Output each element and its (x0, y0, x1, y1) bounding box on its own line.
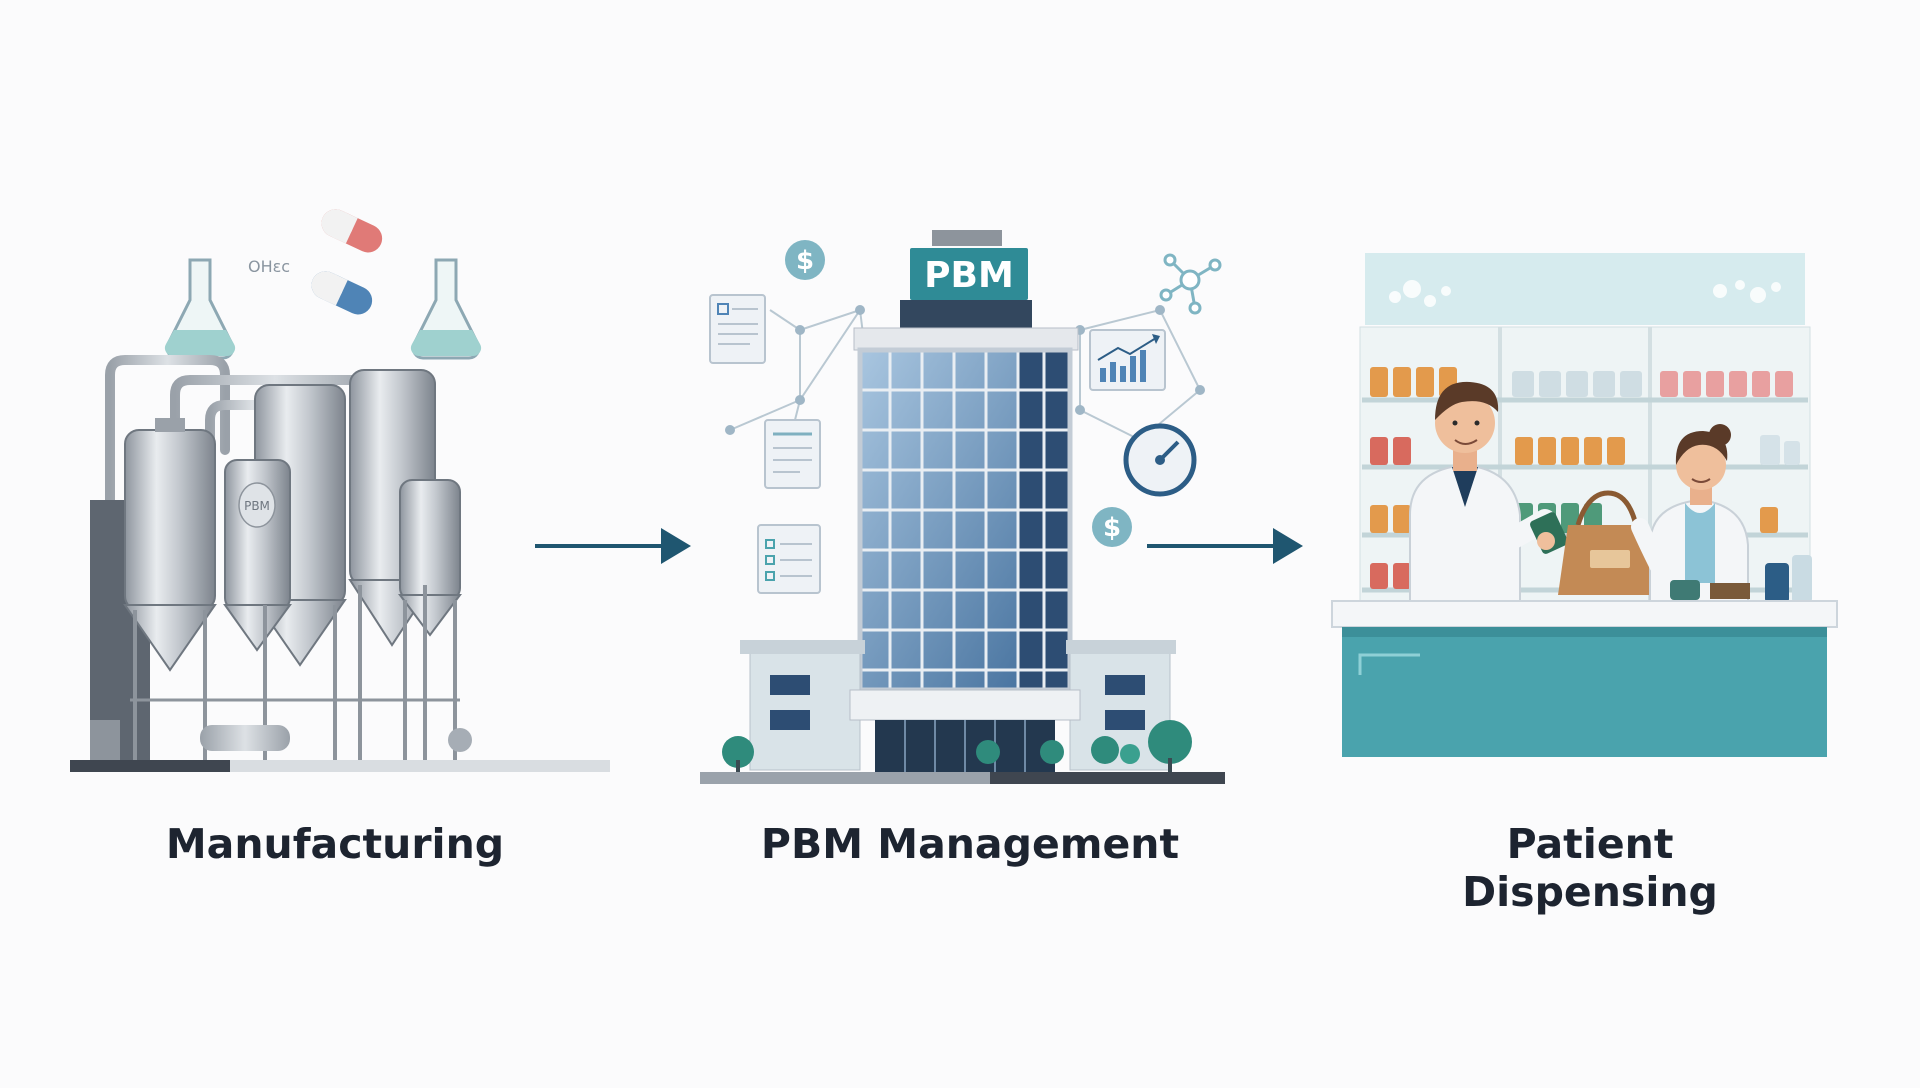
flask-icon (164, 258, 236, 360)
counter-top (1331, 600, 1838, 628)
capsule-icon (311, 271, 373, 315)
pharmacy-header (1365, 253, 1805, 325)
flask-icon (410, 258, 482, 360)
document-icon (764, 419, 821, 489)
flow-arrow (533, 524, 693, 568)
office-building-icon: $ $ (700, 230, 1225, 784)
molecule-network-icon (1159, 253, 1222, 315)
tank: PBM (223, 459, 292, 652)
tank-label: PBM (244, 499, 270, 513)
flow-arrow (1145, 524, 1305, 568)
valve-icon (448, 728, 472, 752)
shopping-bag-icon (1558, 490, 1656, 595)
office-tower: PBM (740, 230, 1176, 772)
tree-icon (722, 720, 1192, 774)
medicine-bottles (1765, 555, 1812, 603)
tank (398, 479, 462, 637)
stage-caption-pbm-management: PBM Management (760, 820, 1180, 868)
svg-text:$: $ (796, 246, 814, 276)
manufacturing-stage: OHεc (60, 200, 620, 790)
tank (123, 418, 217, 672)
capsule-icon (321, 209, 383, 253)
pharmacist-person (1409, 381, 1568, 636)
pharmacy-counter-icon (1331, 253, 1838, 757)
molecule-label: OHεc (248, 257, 290, 276)
speedometer-icon (1123, 423, 1197, 497)
dollar-icon: $ (1092, 507, 1132, 547)
factory-tanks-icon: OHεc (70, 209, 610, 772)
pbm-management-stage: $ $ (700, 220, 1240, 790)
stage-caption-patient-dispensing: Patient Dispensing (1462, 820, 1718, 916)
horizontal-tank (200, 725, 290, 751)
patient-dispensing-stage (1320, 245, 1850, 775)
building-sign: PBM (924, 255, 1014, 296)
document-icon (709, 294, 766, 364)
dollar-icon: $ (785, 240, 825, 280)
svg-text:$: $ (1103, 513, 1121, 543)
stage-caption-manufacturing: Manufacturing (165, 820, 505, 868)
growth-chart-icon (1089, 329, 1166, 391)
checklist-icon (757, 524, 821, 594)
counter-front (1342, 627, 1827, 757)
